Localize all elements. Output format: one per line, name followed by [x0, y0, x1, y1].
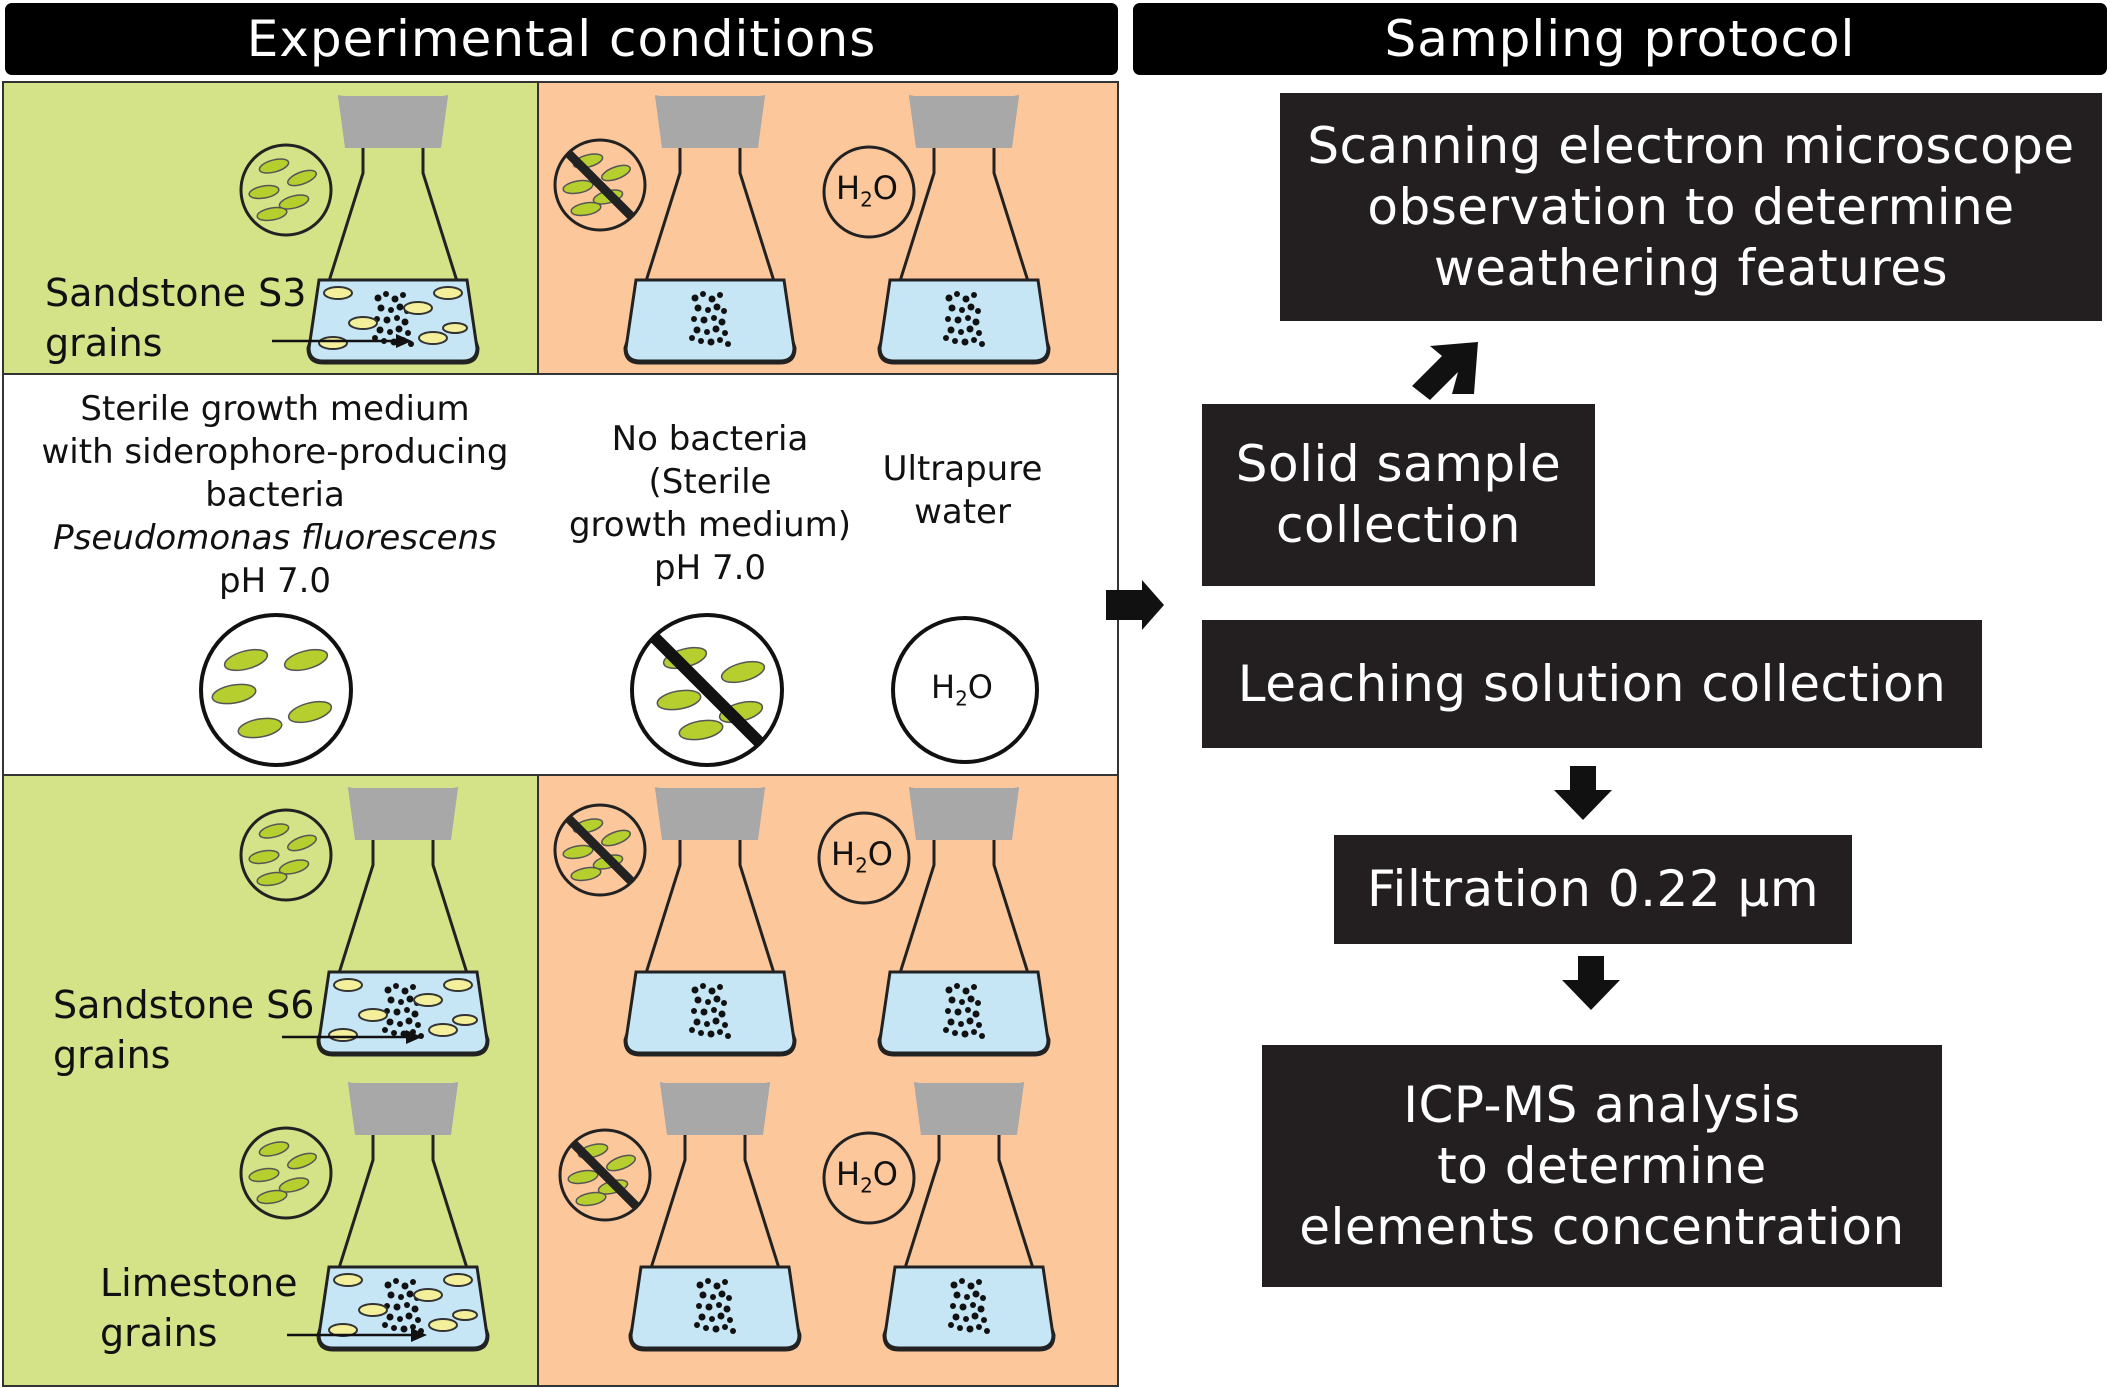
grid-line-top [2, 81, 1119, 83]
grid-line-left [2, 81, 4, 1387]
filtration-box: Filtration 0.22 μm [1334, 835, 1852, 944]
flask-icon [306, 94, 480, 365]
legend-bacteria-text: Sterile growth medium with siderophore-p… [10, 388, 540, 603]
grid-line-mid-top [2, 373, 1119, 375]
arrow-up-right-icon [1412, 342, 1478, 400]
bacteria-dish-icon [239, 1126, 333, 1220]
legend-line: Ultrapure [882, 449, 1043, 489]
box-line: Filtration 0.22 μm [1366, 860, 1820, 918]
grid-line-divider-top [537, 81, 539, 374]
legend-line: Sterile growth medium [80, 389, 470, 429]
legend-line: bacteria [205, 475, 345, 515]
label-line: Limestone [100, 1261, 298, 1305]
box-line: observation to determine [1367, 177, 2015, 236]
flask-icon [877, 786, 1051, 1057]
arrow-right-icon [282, 1030, 422, 1044]
water-dish-icon [822, 145, 916, 239]
water-formula: H2O [836, 169, 898, 212]
arrow-down-icon [1562, 956, 1620, 1010]
solid-sample-collection-box: Solid sample collection [1202, 404, 1595, 586]
no-bacteria-dish-icon [558, 1128, 652, 1222]
legend-line: growth medium) [568, 505, 852, 545]
flask-icon [623, 94, 797, 365]
flask-icon [877, 94, 1051, 365]
no-bacteria-dish-icon [553, 803, 647, 897]
water-formula: H2O [836, 1155, 898, 1198]
legend-line: pH 7.0 [653, 548, 767, 588]
flask-icon [882, 1081, 1056, 1352]
header-sampling-protocol: Sampling protocol [1133, 3, 2107, 75]
box-line: Leaching solution collection [1237, 654, 1947, 713]
header-experimental-conditions: Experimental conditions [5, 3, 1118, 75]
legend-line: with siderophore-producing [41, 432, 509, 472]
arrow-right-icon [287, 1328, 427, 1342]
box-line: elements concentration [1299, 1197, 1905, 1256]
icp-ms-analysis-box: ICP-MS analysis to determine elements co… [1262, 1045, 1942, 1287]
legend-line: pH 7.0 [218, 561, 332, 601]
bacteria-dish-icon [239, 808, 333, 902]
water-formula: H2O [931, 668, 993, 711]
grid-line-bottom [2, 1385, 1119, 1387]
label-line: Sandstone S6 [53, 983, 315, 1027]
bacteria-dish-icon [239, 143, 333, 237]
box-line: ICP-MS analysis [1403, 1075, 1801, 1134]
arrow-down-icon [1554, 766, 1612, 820]
header-left-text: Experimental conditions [246, 10, 877, 68]
water-formula: H2O [831, 835, 893, 878]
water-dish-icon [891, 616, 1039, 764]
water-dish-icon [817, 811, 911, 905]
label-sandstone-s3: Sandstone S3 grains [45, 268, 306, 368]
bacteria-dish-icon [199, 613, 353, 767]
no-bacteria-dish-icon [630, 613, 784, 767]
arrow-right-icon [1106, 580, 1164, 630]
label-line: grains [53, 1033, 171, 1077]
label-limestone: Limestone grains [100, 1258, 298, 1358]
box-line: weathering features [1433, 238, 1949, 297]
legend-species: Pseudomonas fluorescens [53, 518, 497, 558]
sem-observation-box: Scanning electron microscope observation… [1280, 93, 2102, 321]
grid-line-right [1117, 81, 1119, 1387]
box-line: Scanning electron microscope [1307, 116, 2075, 175]
header-right-text: Sampling protocol [1384, 10, 1856, 68]
grid-line-mid-bottom [2, 774, 1119, 776]
flask-icon [316, 1081, 490, 1352]
label-sandstone-s6: Sandstone S6 grains [53, 980, 314, 1080]
flask-icon [316, 786, 490, 1057]
box-line: Solid sample [1235, 435, 1562, 493]
no-bacteria-dish-icon [553, 138, 647, 232]
legend-no-bacteria-text: No bacteria (Sterile growth medium) pH 7… [550, 418, 870, 590]
grid-line-divider-bottom [537, 774, 539, 1386]
flask-icon [628, 1081, 802, 1352]
label-line: grains [45, 321, 163, 365]
legend-line: (Sterile [648, 462, 772, 502]
water-dish-icon [822, 1131, 916, 1225]
legend-water-text: Ultrapure water [870, 448, 1055, 534]
label-line: Sandstone S3 [45, 271, 307, 315]
legend-line: water [914, 492, 1011, 532]
leaching-solution-collection-box: Leaching solution collection [1202, 620, 1982, 748]
legend-line: No bacteria [611, 419, 809, 459]
box-line: collection [1276, 496, 1521, 554]
box-line: to determine [1437, 1136, 1767, 1195]
flask-icon [623, 786, 797, 1057]
arrow-right-icon [272, 334, 412, 348]
label-line: grains [100, 1311, 218, 1355]
